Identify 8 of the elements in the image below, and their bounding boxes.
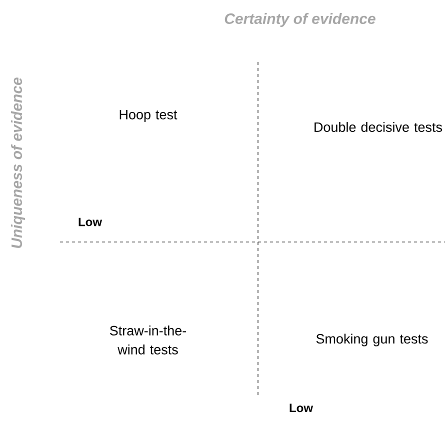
quadrant-label: Smoking gun tests — [316, 334, 428, 346]
quadrant-label: Double decisive tests — [314, 122, 442, 132]
low-marker: Low — [290, 404, 314, 412]
low-marker: Low — [78, 218, 102, 226]
quadrant-label: Hoop test — [120, 110, 178, 122]
quadrant-label: Straw-in-the- wind tests — [110, 326, 186, 354]
axis-title: Certainty of evidence — [224, 13, 376, 27]
axis-title: Uniqueness of evidence — [11, 78, 25, 248]
